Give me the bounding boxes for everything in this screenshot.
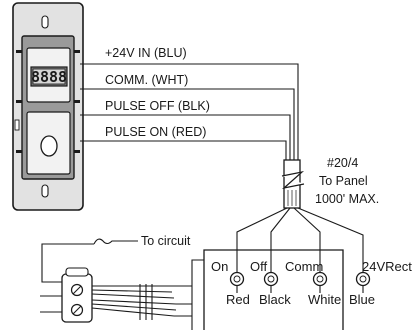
terminal-label-off: Off xyxy=(250,259,267,274)
plate-screw-slot-top xyxy=(41,15,49,29)
side-tab-left-mid xyxy=(16,100,22,103)
terminal-comm-inner xyxy=(316,275,324,283)
display-readout: 8888 xyxy=(31,68,67,86)
circuit-wire xyxy=(41,243,94,283)
to-circuit-leader xyxy=(93,238,138,245)
connector-bundle xyxy=(91,285,177,317)
side-tab-right-bot xyxy=(74,150,80,153)
terminal-label-comm: Comm xyxy=(285,259,323,274)
plate-screw-slot-bottom xyxy=(41,184,49,198)
label-plus24-in: +24V IN (BLU) xyxy=(105,46,187,60)
connector-bundle-join xyxy=(170,285,192,317)
relay-panel xyxy=(191,249,371,330)
connector-screw-bottom-slot xyxy=(72,305,82,315)
terminal-off-inner xyxy=(267,275,275,283)
cable xyxy=(281,159,305,209)
display-screen xyxy=(32,68,66,85)
side-tab-left-bot xyxy=(16,150,22,153)
panel-inner-line xyxy=(191,259,204,330)
to-circuit-label: To circuit xyxy=(141,234,191,248)
wire-color-black: Black xyxy=(259,292,291,307)
connector-screw-top-slot xyxy=(72,285,82,295)
panel-outline xyxy=(203,249,344,330)
terminal-comm-icon xyxy=(312,271,328,287)
connector-cap xyxy=(65,267,89,277)
wall-switch: 8888 xyxy=(12,2,84,211)
terminal-24vrect-inner xyxy=(359,275,367,283)
wire-comm xyxy=(80,88,295,160)
terminal-label-24vrect: 24VRect xyxy=(362,259,412,274)
label-pulse-on: PULSE ON (RED) xyxy=(105,125,206,139)
wire-pulse-on xyxy=(80,140,287,160)
wire-color-red: Red xyxy=(226,292,250,307)
wire-plus24-in xyxy=(80,63,299,160)
cable-conductors-inner xyxy=(287,190,297,206)
wire-pulse-off xyxy=(80,114,291,160)
device-wires xyxy=(80,63,299,160)
push-button xyxy=(40,135,58,157)
terminal-on-inner xyxy=(233,275,241,283)
cable-gauge: #20/4 xyxy=(327,156,358,170)
wire-color-white: White xyxy=(308,292,341,307)
side-tab-right-top xyxy=(74,50,80,53)
terminal-24vrect-icon xyxy=(355,271,371,287)
terminal-label-on: On xyxy=(211,259,228,274)
side-tab-left-top xyxy=(16,50,22,53)
label-pulse-off: PULSE OFF (BLK) xyxy=(105,99,210,113)
terminal-on-icon xyxy=(229,271,245,287)
cable-to-panel: To Panel xyxy=(319,174,368,188)
label-comm: COMM. (WHT) xyxy=(105,73,188,87)
cable-max-length: 1000' MAX. xyxy=(315,192,379,206)
cable-break-symbol xyxy=(281,170,305,190)
side-tab-right-mid xyxy=(74,100,80,103)
relay-connector xyxy=(40,243,192,323)
side-screw-icon xyxy=(14,119,20,131)
wire-color-blue: Blue xyxy=(349,292,375,307)
connector-crimps xyxy=(139,284,153,320)
terminal-off-icon xyxy=(263,271,279,287)
